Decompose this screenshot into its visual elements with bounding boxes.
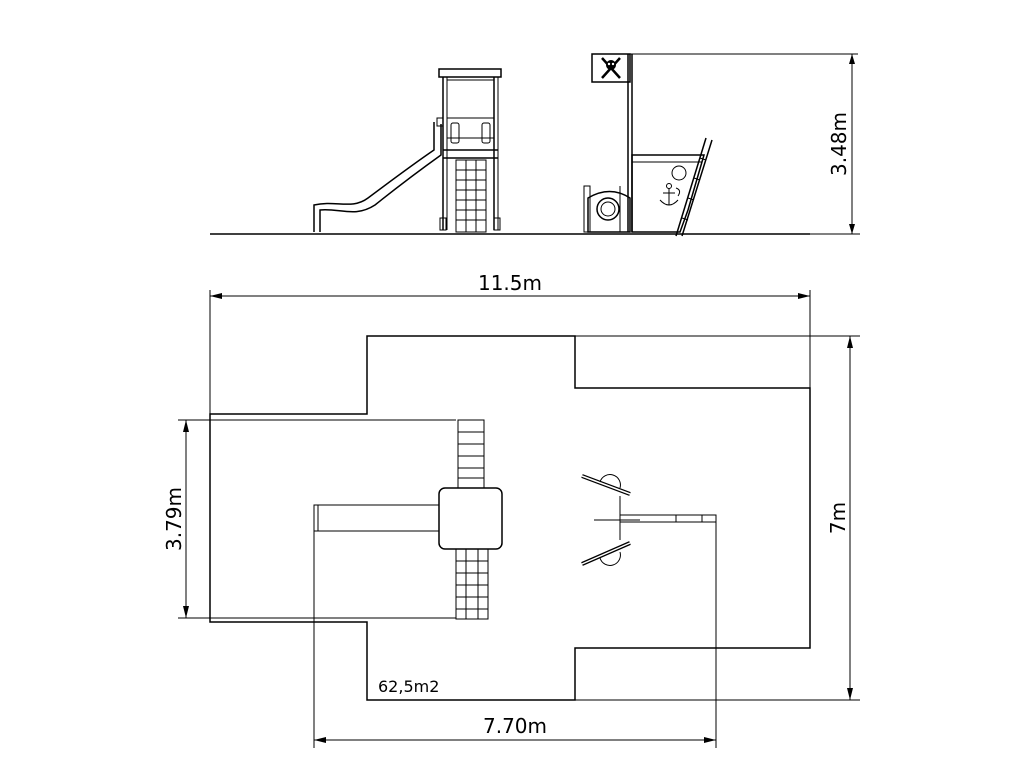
height-label: 3.48m bbox=[827, 112, 851, 176]
slide-elevation bbox=[313, 117, 444, 232]
tower-elevation bbox=[438, 68, 502, 233]
ship-plan bbox=[581, 474, 717, 566]
bottom-zone-dimension: 7.70m bbox=[313, 522, 717, 748]
width-dimension: 11.5m bbox=[209, 271, 811, 416]
anchor-icon bbox=[659, 183, 681, 206]
elevation-view: 3.48m bbox=[210, 53, 860, 237]
slide-plan bbox=[313, 504, 441, 532]
area-label: 62,5m2 bbox=[378, 677, 439, 696]
bottom-zone-label: 7.70m bbox=[483, 714, 547, 738]
plan-view: 11.5m 7m 3.79m bbox=[162, 271, 860, 748]
tower-plan bbox=[313, 419, 503, 620]
safety-area-outline bbox=[209, 335, 811, 701]
left-zone-dimension: 3.79m bbox=[162, 419, 456, 619]
ship-elevation bbox=[583, 53, 858, 237]
tower-platform bbox=[438, 487, 503, 550]
depth-label: 7m bbox=[826, 502, 850, 534]
left-zone-label: 3.79m bbox=[162, 487, 186, 551]
height-dimension: 3.48m bbox=[810, 54, 860, 235]
width-label: 11.5m bbox=[478, 271, 542, 295]
skull-crossbones-icon bbox=[601, 57, 621, 79]
depth-dimension: 7m bbox=[575, 335, 860, 701]
